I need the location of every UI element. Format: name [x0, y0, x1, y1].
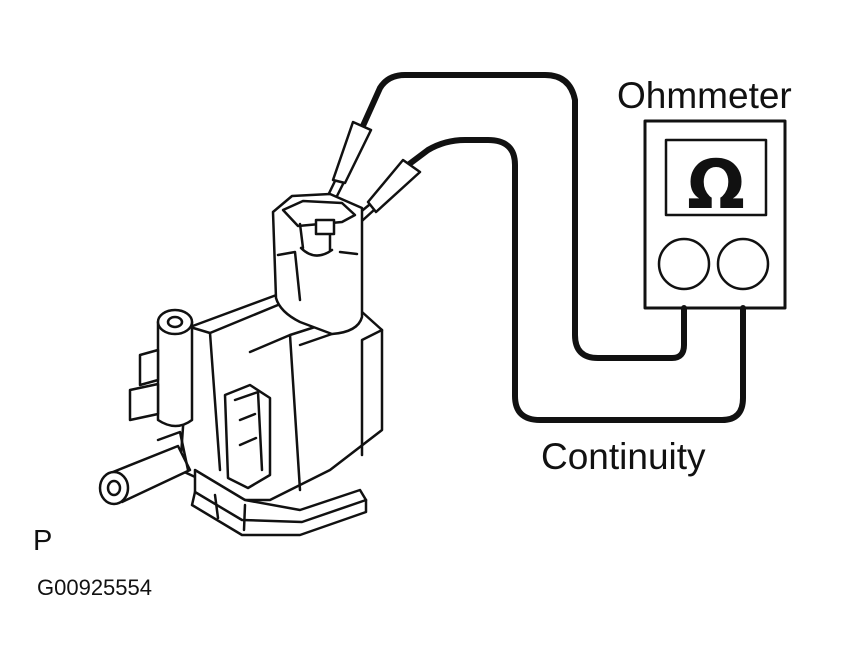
wire-lead-1 [359, 72, 687, 361]
ohm-symbol: Ω [687, 146, 745, 225]
ohmmeter-terminal-left [657, 237, 711, 291]
ohmmeter-body [643, 119, 787, 310]
ohmmeter: Ω [643, 119, 787, 310]
vacuum-switching-valve [98, 192, 384, 537]
ohmmeter-label: Ohmmeter [617, 75, 792, 116]
valve-connector [271, 192, 364, 336]
ohmmeter-display [664, 138, 768, 217]
view-letter: P [33, 525, 53, 557]
wire-lead-2 [405, 137, 746, 423]
valve-port-top [156, 320, 194, 428]
ohmmeter-terminal-right [716, 237, 770, 291]
figure-code: G00925554 [37, 575, 152, 600]
continuity-label: Continuity [541, 436, 706, 477]
